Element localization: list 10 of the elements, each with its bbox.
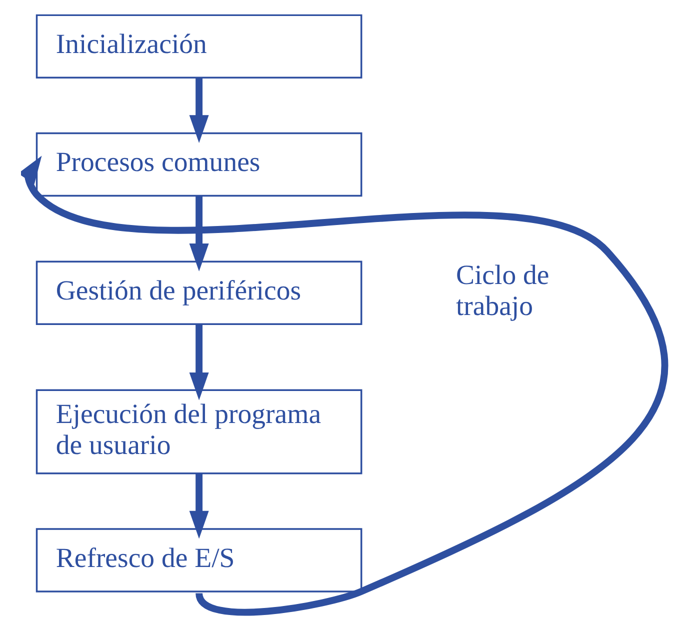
- node-box: Ejecución del programa de usuario: [35, 389, 362, 474]
- node-box: Procesos comunes: [35, 132, 362, 197]
- arrow: [188, 78, 208, 143]
- node-box: Inicialización: [35, 14, 362, 79]
- node-box: Gestión de periféricos: [35, 260, 362, 326]
- node-box: Refresco de E/S: [35, 528, 362, 592]
- arrow: [188, 474, 208, 539]
- arrow: [188, 324, 208, 400]
- label: Ciclo de trabajo: [455, 260, 549, 322]
- arrow: [188, 196, 208, 272]
